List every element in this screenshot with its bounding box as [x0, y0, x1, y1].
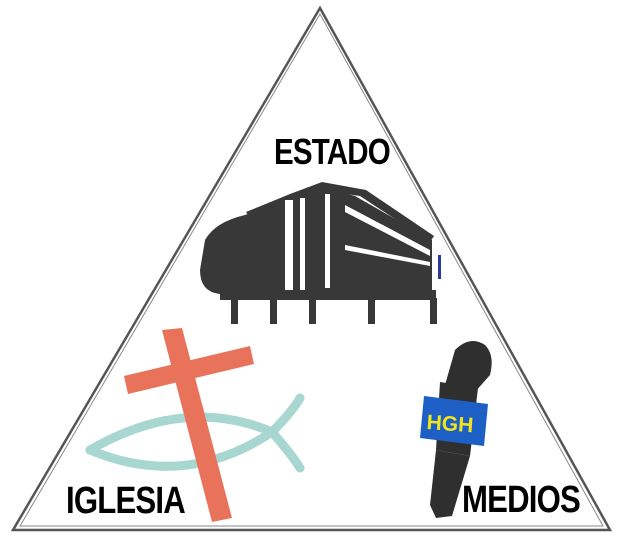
- label-iglesia: IGLESIA: [66, 480, 186, 522]
- mic-badge: [420, 396, 488, 446]
- triangle-inner-outline: [19, 12, 604, 527]
- microphone-icon: HGH: [420, 341, 492, 518]
- ichthys-fish-icon: [85, 393, 305, 473]
- cross-icon: [124, 328, 254, 522]
- government-building-icon: [200, 182, 441, 324]
- label-medios: MEDIOS: [462, 479, 581, 521]
- mic-badge-label: HGH: [426, 411, 474, 437]
- label-estado: ESTADO: [274, 131, 391, 172]
